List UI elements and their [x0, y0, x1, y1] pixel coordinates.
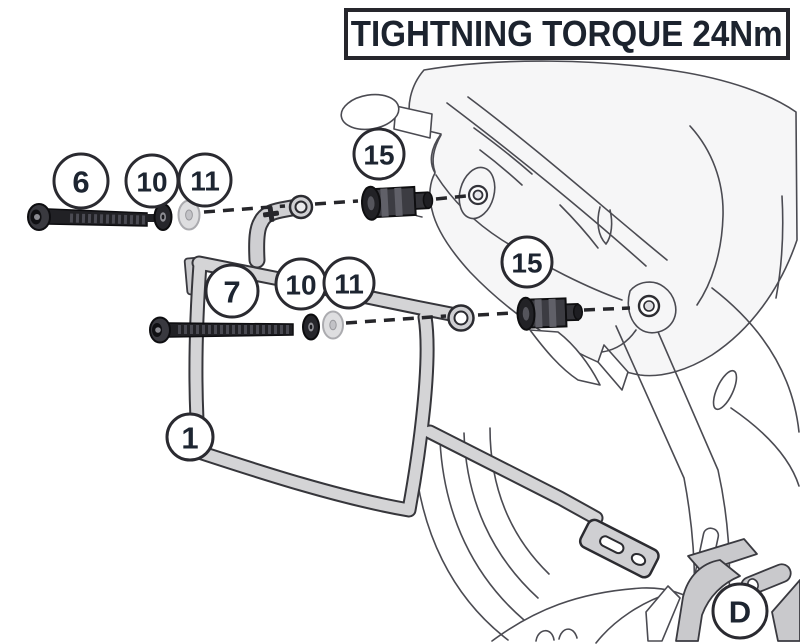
svg-text:1: 1: [181, 421, 198, 456]
lower-strut-plate: [578, 518, 660, 579]
spar-slot-upper: [712, 369, 738, 411]
lower-wedge: [529, 329, 601, 386]
clamp-bump-2: [558, 628, 578, 640]
svg-text:10: 10: [136, 167, 167, 198]
grommet-15-upper: [361, 185, 434, 221]
wheel-arc-outer: [711, 287, 800, 433]
callout-15-lower: 15: [500, 235, 554, 289]
svg-text:11: 11: [190, 166, 220, 197]
callout-11-lower: 11: [322, 256, 376, 310]
fairing-lower-edge: [435, 174, 623, 301]
svg-text:15: 15: [511, 248, 542, 279]
hugger-arc-2: [439, 440, 525, 621]
callout-7: 7: [204, 263, 260, 319]
seat-panel-line: [446, 102, 647, 267]
svg-text:10: 10: [285, 270, 316, 301]
turn-signal-lens: [340, 93, 400, 131]
panel-streak-2: [479, 149, 523, 186]
washer-10-lower: [302, 313, 320, 341]
motorcycle-illustration: [340, 60, 800, 644]
hardware: [27, 185, 631, 344]
swingarm-lower-line: [491, 587, 701, 642]
spacer-11-lower: [322, 310, 344, 340]
panel-streak: [473, 127, 533, 175]
seat-panel-line-2: [467, 96, 668, 261]
callout-15-upper: 15: [352, 127, 406, 181]
turn-signal-stalk: [393, 105, 433, 139]
svg-text:7: 7: [223, 275, 240, 310]
wheel-arc-inner: [730, 407, 800, 487]
upper-mounting-boss: [458, 166, 496, 220]
hugger-arc-4: [489, 427, 550, 575]
callout-10-upper: 10: [124, 153, 180, 209]
mid-bracket-hole: [453, 310, 469, 326]
tail-inner-edge: [689, 125, 724, 306]
panel-hook-mark: [597, 206, 613, 245]
callout-1: 1: [165, 412, 215, 462]
callouts: 6 10 11 15 7 10 11 15: [52, 127, 769, 640]
footpeg-bracket: [675, 559, 741, 642]
panel-streak-3: [559, 204, 599, 249]
beak-line-2: [432, 134, 442, 173]
callout-10-lower: 10: [274, 257, 328, 311]
grommet-15-lower: [516, 296, 584, 331]
callout-11-upper: 11: [177, 152, 233, 208]
tail-right-edge: [775, 195, 784, 299]
clamp-bump-1: [535, 629, 555, 642]
bolt-7: [149, 316, 294, 344]
svg-text:D: D: [729, 595, 751, 630]
washer-10-upper: [153, 203, 173, 231]
torque-title-box: TIGHTNING TORQUE 24Nm: [344, 8, 790, 60]
svg-text:11: 11: [334, 269, 364, 300]
svg-text:15: 15: [363, 140, 394, 171]
callout-D: D: [711, 582, 769, 640]
bolt-6: [27, 203, 154, 231]
svg-text:6: 6: [72, 165, 89, 200]
bracket-cross-slot: [262, 205, 280, 223]
assembly-axis-upper: [203, 194, 467, 214]
footpeg-arm: [687, 538, 758, 573]
lower-vent: [597, 344, 629, 391]
callout-6: 6: [52, 152, 110, 210]
heel-guard: [645, 585, 681, 642]
torque-title-text: TIGHTNING TORQUE 24Nm: [351, 13, 783, 54]
footpeg-lower-link: [771, 579, 800, 642]
top-bracket-hole: [294, 200, 308, 214]
hugger-arc-1: [413, 451, 509, 641]
mid-mounting-boss: [601, 281, 677, 353]
assembly-axis-lower: [345, 306, 631, 325]
